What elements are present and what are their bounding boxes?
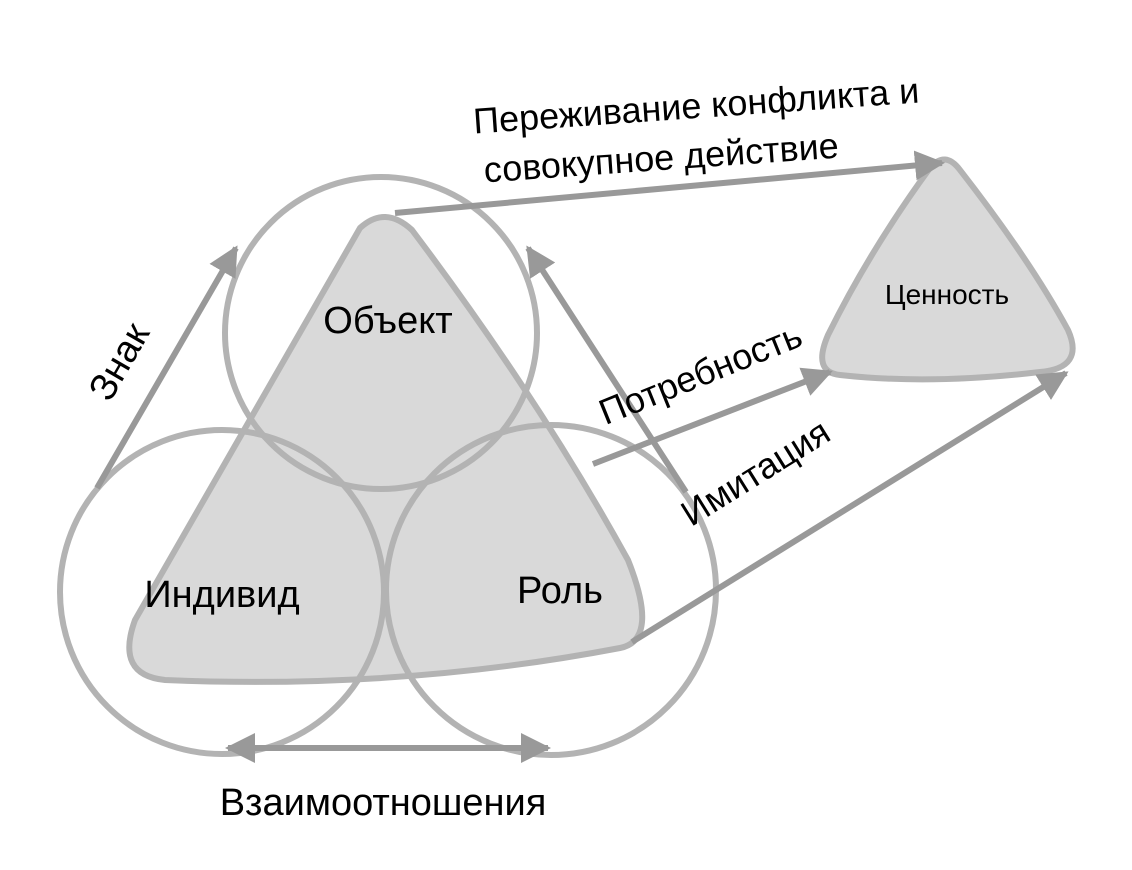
role-label: Роль (517, 570, 603, 612)
conflict-label-line1: Переживание конфликта и (472, 69, 921, 141)
conflict-arrow (394, 150, 945, 216)
central-triangle-fill (129, 216, 643, 682)
imitation-label: Имитация (674, 411, 837, 534)
value-label: Ценность (885, 279, 1009, 310)
central-triangle (126, 214, 646, 685)
object-circle (222, 174, 540, 492)
need-arrow (591, 367, 833, 467)
imitation-arrow (525, 245, 689, 494)
need-label: Потребность (593, 314, 808, 433)
value-triangle (819, 156, 1076, 383)
sign-arrow (94, 245, 239, 490)
role-value-arrow (630, 370, 1069, 645)
relations-label: Взаимоотношения (220, 782, 547, 824)
individual-label: Индивид (144, 574, 299, 616)
sign-label: Знак (81, 316, 158, 408)
object-label: Объект (323, 300, 452, 342)
